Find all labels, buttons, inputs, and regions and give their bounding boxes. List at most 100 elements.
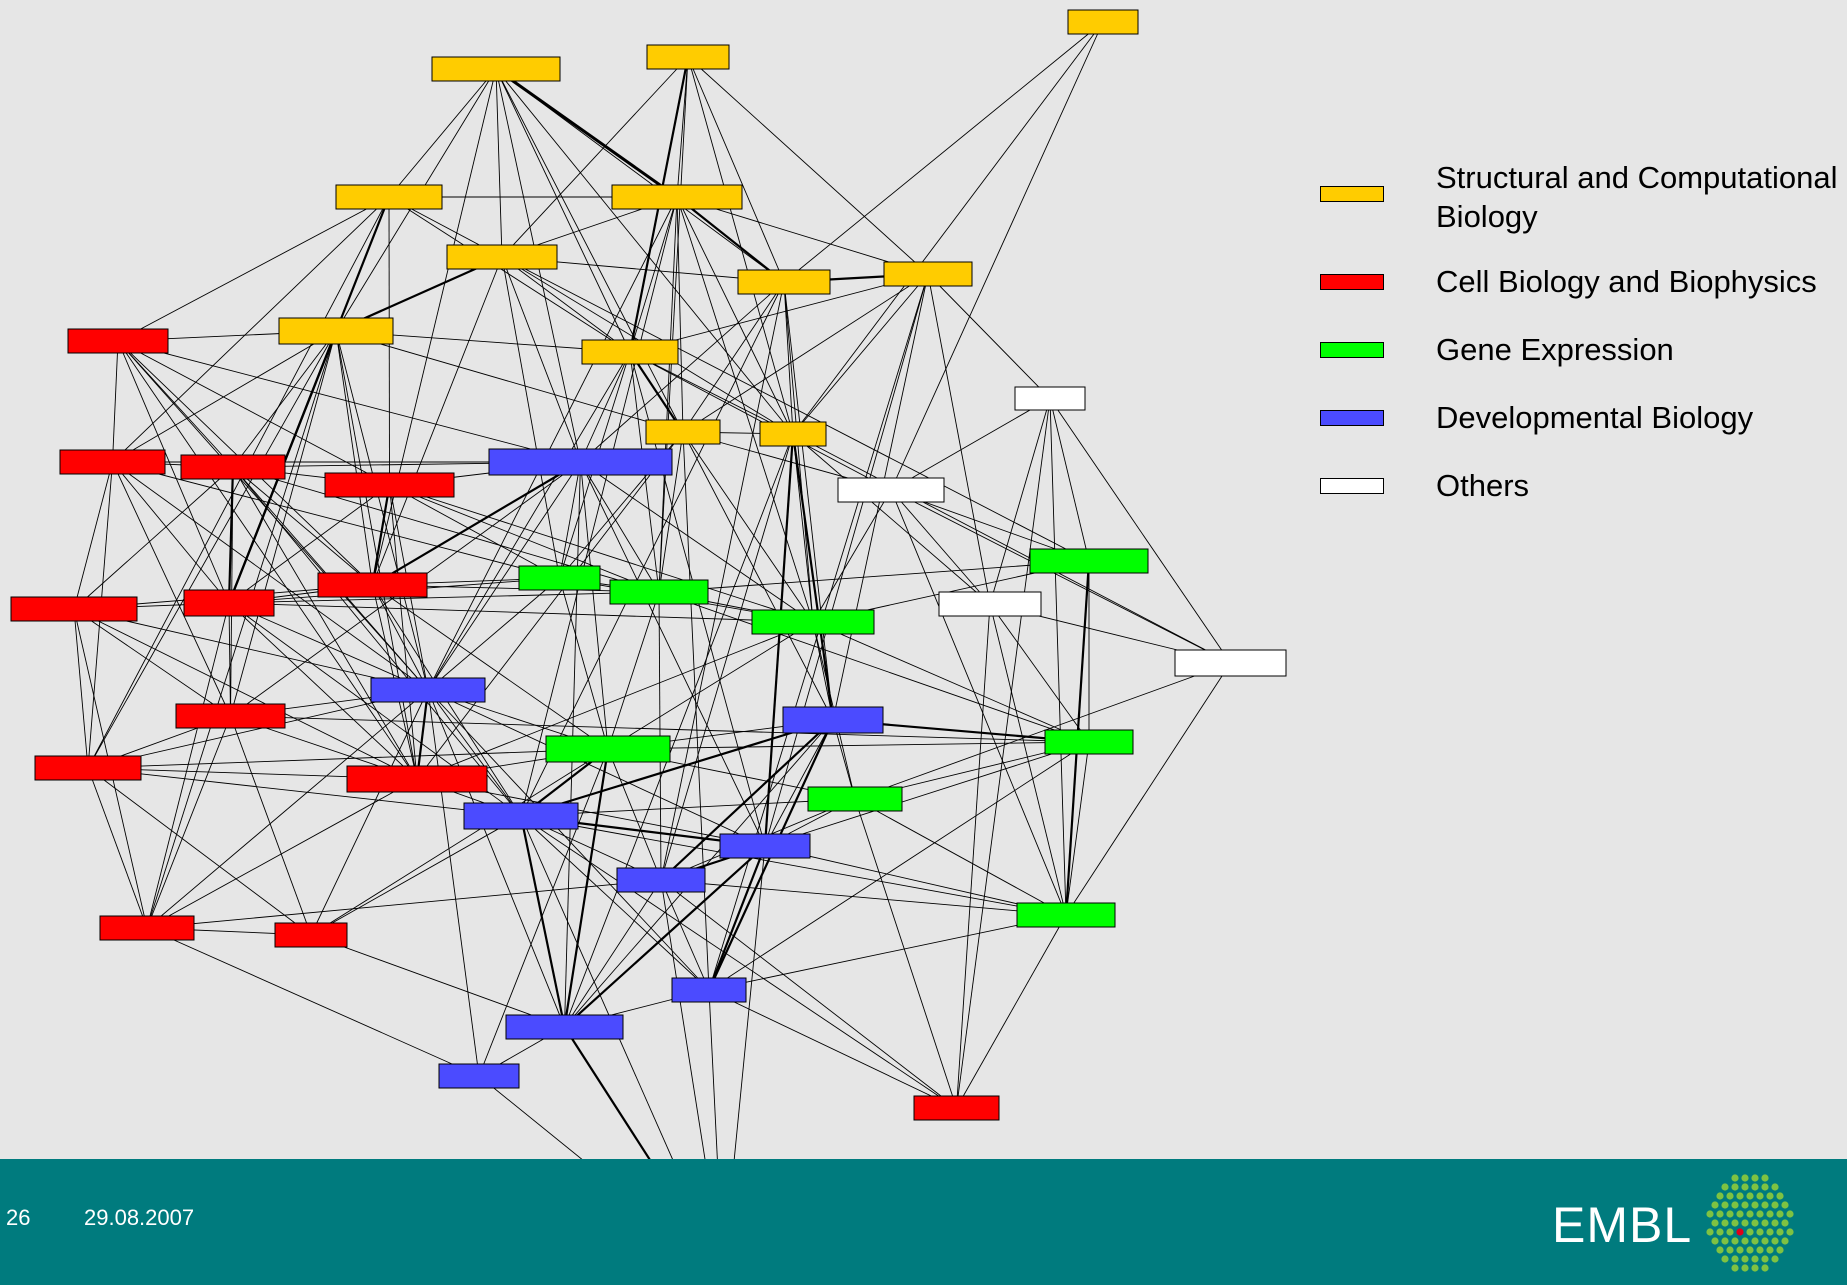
network-node-structural	[645, 419, 721, 445]
legend-label-others: Others	[1436, 468, 1530, 503]
logo-dot	[1731, 1219, 1739, 1227]
network-node-structural	[278, 317, 394, 345]
network-node-dev	[463, 802, 579, 830]
network-edge	[660, 433, 794, 881]
embl-logo-icon	[1706, 1174, 1794, 1272]
logo-dot	[1776, 1210, 1784, 1218]
network-edge	[783, 281, 794, 435]
network-edge	[763, 433, 795, 847]
network-node-gene	[1044, 729, 1134, 755]
network-edge	[660, 281, 785, 881]
network-node-dev	[505, 1014, 624, 1040]
network-node-structural	[1067, 9, 1139, 35]
network-edge	[495, 67, 678, 199]
logo-dot	[1741, 1264, 1749, 1272]
logo-dot	[1771, 1183, 1779, 1191]
network-edge	[629, 273, 929, 353]
network-edge	[112, 330, 337, 463]
logo-dot	[1751, 1237, 1759, 1245]
logo-dot	[1721, 1201, 1729, 1209]
network-edge	[564, 433, 794, 1028]
network-edge	[117, 340, 581, 463]
network-node-others	[938, 591, 1042, 617]
logo-dot	[1721, 1183, 1729, 1191]
network-edge	[310, 815, 522, 936]
network-node-cellbio	[180, 454, 286, 480]
logo-dot	[1756, 1246, 1764, 1254]
network-edge	[708, 741, 1090, 991]
network-node-gene	[518, 565, 601, 591]
network-node-cellbio	[175, 703, 286, 729]
network-edge	[660, 879, 957, 1109]
network-edge	[335, 196, 390, 332]
network-edge	[372, 584, 609, 750]
logo-dot	[1776, 1246, 1784, 1254]
network-node-dev	[438, 1063, 520, 1089]
network-nodes	[10, 9, 1287, 1285]
legend-swatch-dev	[1320, 410, 1384, 426]
network-edge	[73, 608, 231, 717]
network-node-dev	[488, 448, 673, 476]
network-node-cellbio	[913, 1095, 1000, 1121]
logo-dot	[1721, 1219, 1729, 1227]
network-edge	[73, 466, 234, 610]
network-edge	[764, 273, 929, 847]
network-edge	[792, 433, 1231, 664]
network-edge	[559, 577, 609, 750]
network-node-gene	[545, 735, 671, 763]
network-node-cellbio	[59, 449, 166, 475]
network-edge	[890, 489, 991, 605]
logo-dot	[1731, 1174, 1739, 1182]
network-edge	[783, 281, 814, 623]
network-edge	[792, 433, 814, 623]
network-edge	[890, 21, 1104, 491]
logo-dot	[1761, 1264, 1769, 1272]
network-edge	[956, 398, 1051, 1109]
network-edge	[372, 68, 497, 586]
logo-dot	[1706, 1210, 1714, 1218]
network-edge	[708, 989, 957, 1109]
legend-swatch-gene	[1320, 342, 1384, 358]
network-edge	[629, 351, 684, 433]
network-edge	[812, 621, 834, 721]
network-edge	[660, 879, 710, 991]
network-node-cellbio	[183, 589, 275, 617]
network-edge	[232, 466, 373, 586]
logo-dot	[1731, 1264, 1739, 1272]
logo-dot	[1726, 1210, 1734, 1218]
network-edge	[520, 281, 785, 817]
network-node-structural	[446, 244, 558, 270]
network-node-dev	[782, 706, 884, 734]
footer-bar	[0, 1159, 1847, 1285]
network-edge	[682, 431, 834, 721]
network-edge	[73, 608, 429, 691]
network-edge	[1049, 398, 1090, 562]
network-edge	[371, 484, 391, 586]
network-node-structural	[611, 184, 743, 210]
network-edge	[87, 196, 390, 769]
logo-dot	[1761, 1183, 1769, 1191]
network-edge	[676, 196, 929, 275]
network-node-structural	[581, 339, 679, 365]
network-edge	[146, 689, 429, 929]
network-edge	[335, 330, 684, 433]
network-edge	[854, 662, 1231, 800]
embl-logo-text: EMBL	[1552, 1197, 1693, 1253]
network-edge	[146, 602, 230, 929]
network-edge	[676, 196, 684, 433]
logo-dot	[1706, 1228, 1714, 1236]
network-edge	[676, 196, 785, 283]
logo-dot	[1751, 1183, 1759, 1191]
network-node-cellbio	[34, 755, 142, 781]
logo-dot	[1751, 1264, 1759, 1272]
network-edge	[687, 56, 785, 283]
network-node-cellbio	[99, 915, 195, 941]
logo-dot	[1731, 1255, 1739, 1263]
network-edge	[520, 196, 678, 817]
network-edge	[228, 602, 231, 717]
network-edge	[927, 273, 991, 605]
logo-dot	[1711, 1237, 1719, 1245]
network-edge	[112, 461, 560, 579]
network-edge	[687, 56, 794, 435]
network-edge	[146, 330, 337, 929]
